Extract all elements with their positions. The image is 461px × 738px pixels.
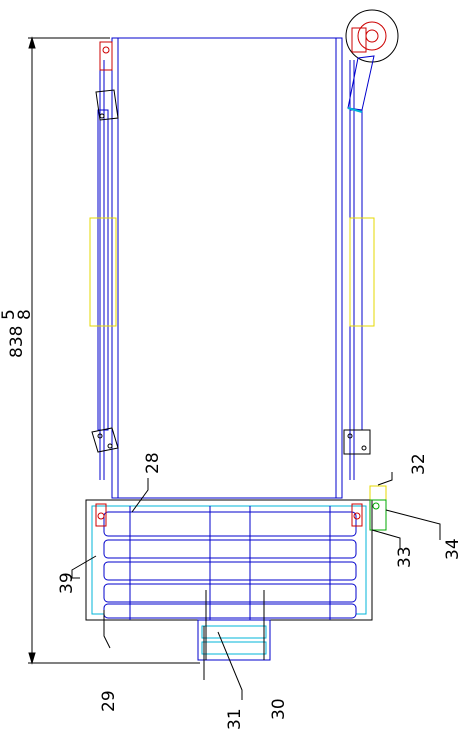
mount-plates <box>91 89 371 455</box>
motor-bracket <box>369 485 387 531</box>
overall-dimension <box>28 36 200 665</box>
rollers <box>103 511 357 619</box>
callout-30: 30 <box>269 698 289 720</box>
leader-lines <box>71 472 441 700</box>
gearbox <box>197 590 271 661</box>
side-rails <box>97 109 363 431</box>
roller-dividers <box>129 506 331 620</box>
callout-39: 39 <box>57 572 77 594</box>
callout-31: 31 <box>225 708 245 730</box>
bearing-top-left <box>99 41 113 71</box>
dimension-fraction-bottom: 8 <box>15 309 35 320</box>
main-frame <box>99 37 355 499</box>
callout-32: 32 <box>409 453 429 475</box>
roller-bearings <box>95 503 363 527</box>
dimension-main: 838 <box>7 326 27 358</box>
callout-33: 33 <box>395 546 415 568</box>
dimension-text: 838 5 8 <box>0 309 35 358</box>
callout-28: 28 <box>143 452 163 474</box>
yellow-covers <box>89 217 375 327</box>
callout-34: 34 <box>443 538 461 560</box>
callout-29: 29 <box>99 690 119 712</box>
dimension-fraction-top: 5 <box>0 309 19 320</box>
drive-motor <box>345 9 399 113</box>
callout-labels: 28 29 30 31 32 33 34 39 <box>57 452 461 730</box>
